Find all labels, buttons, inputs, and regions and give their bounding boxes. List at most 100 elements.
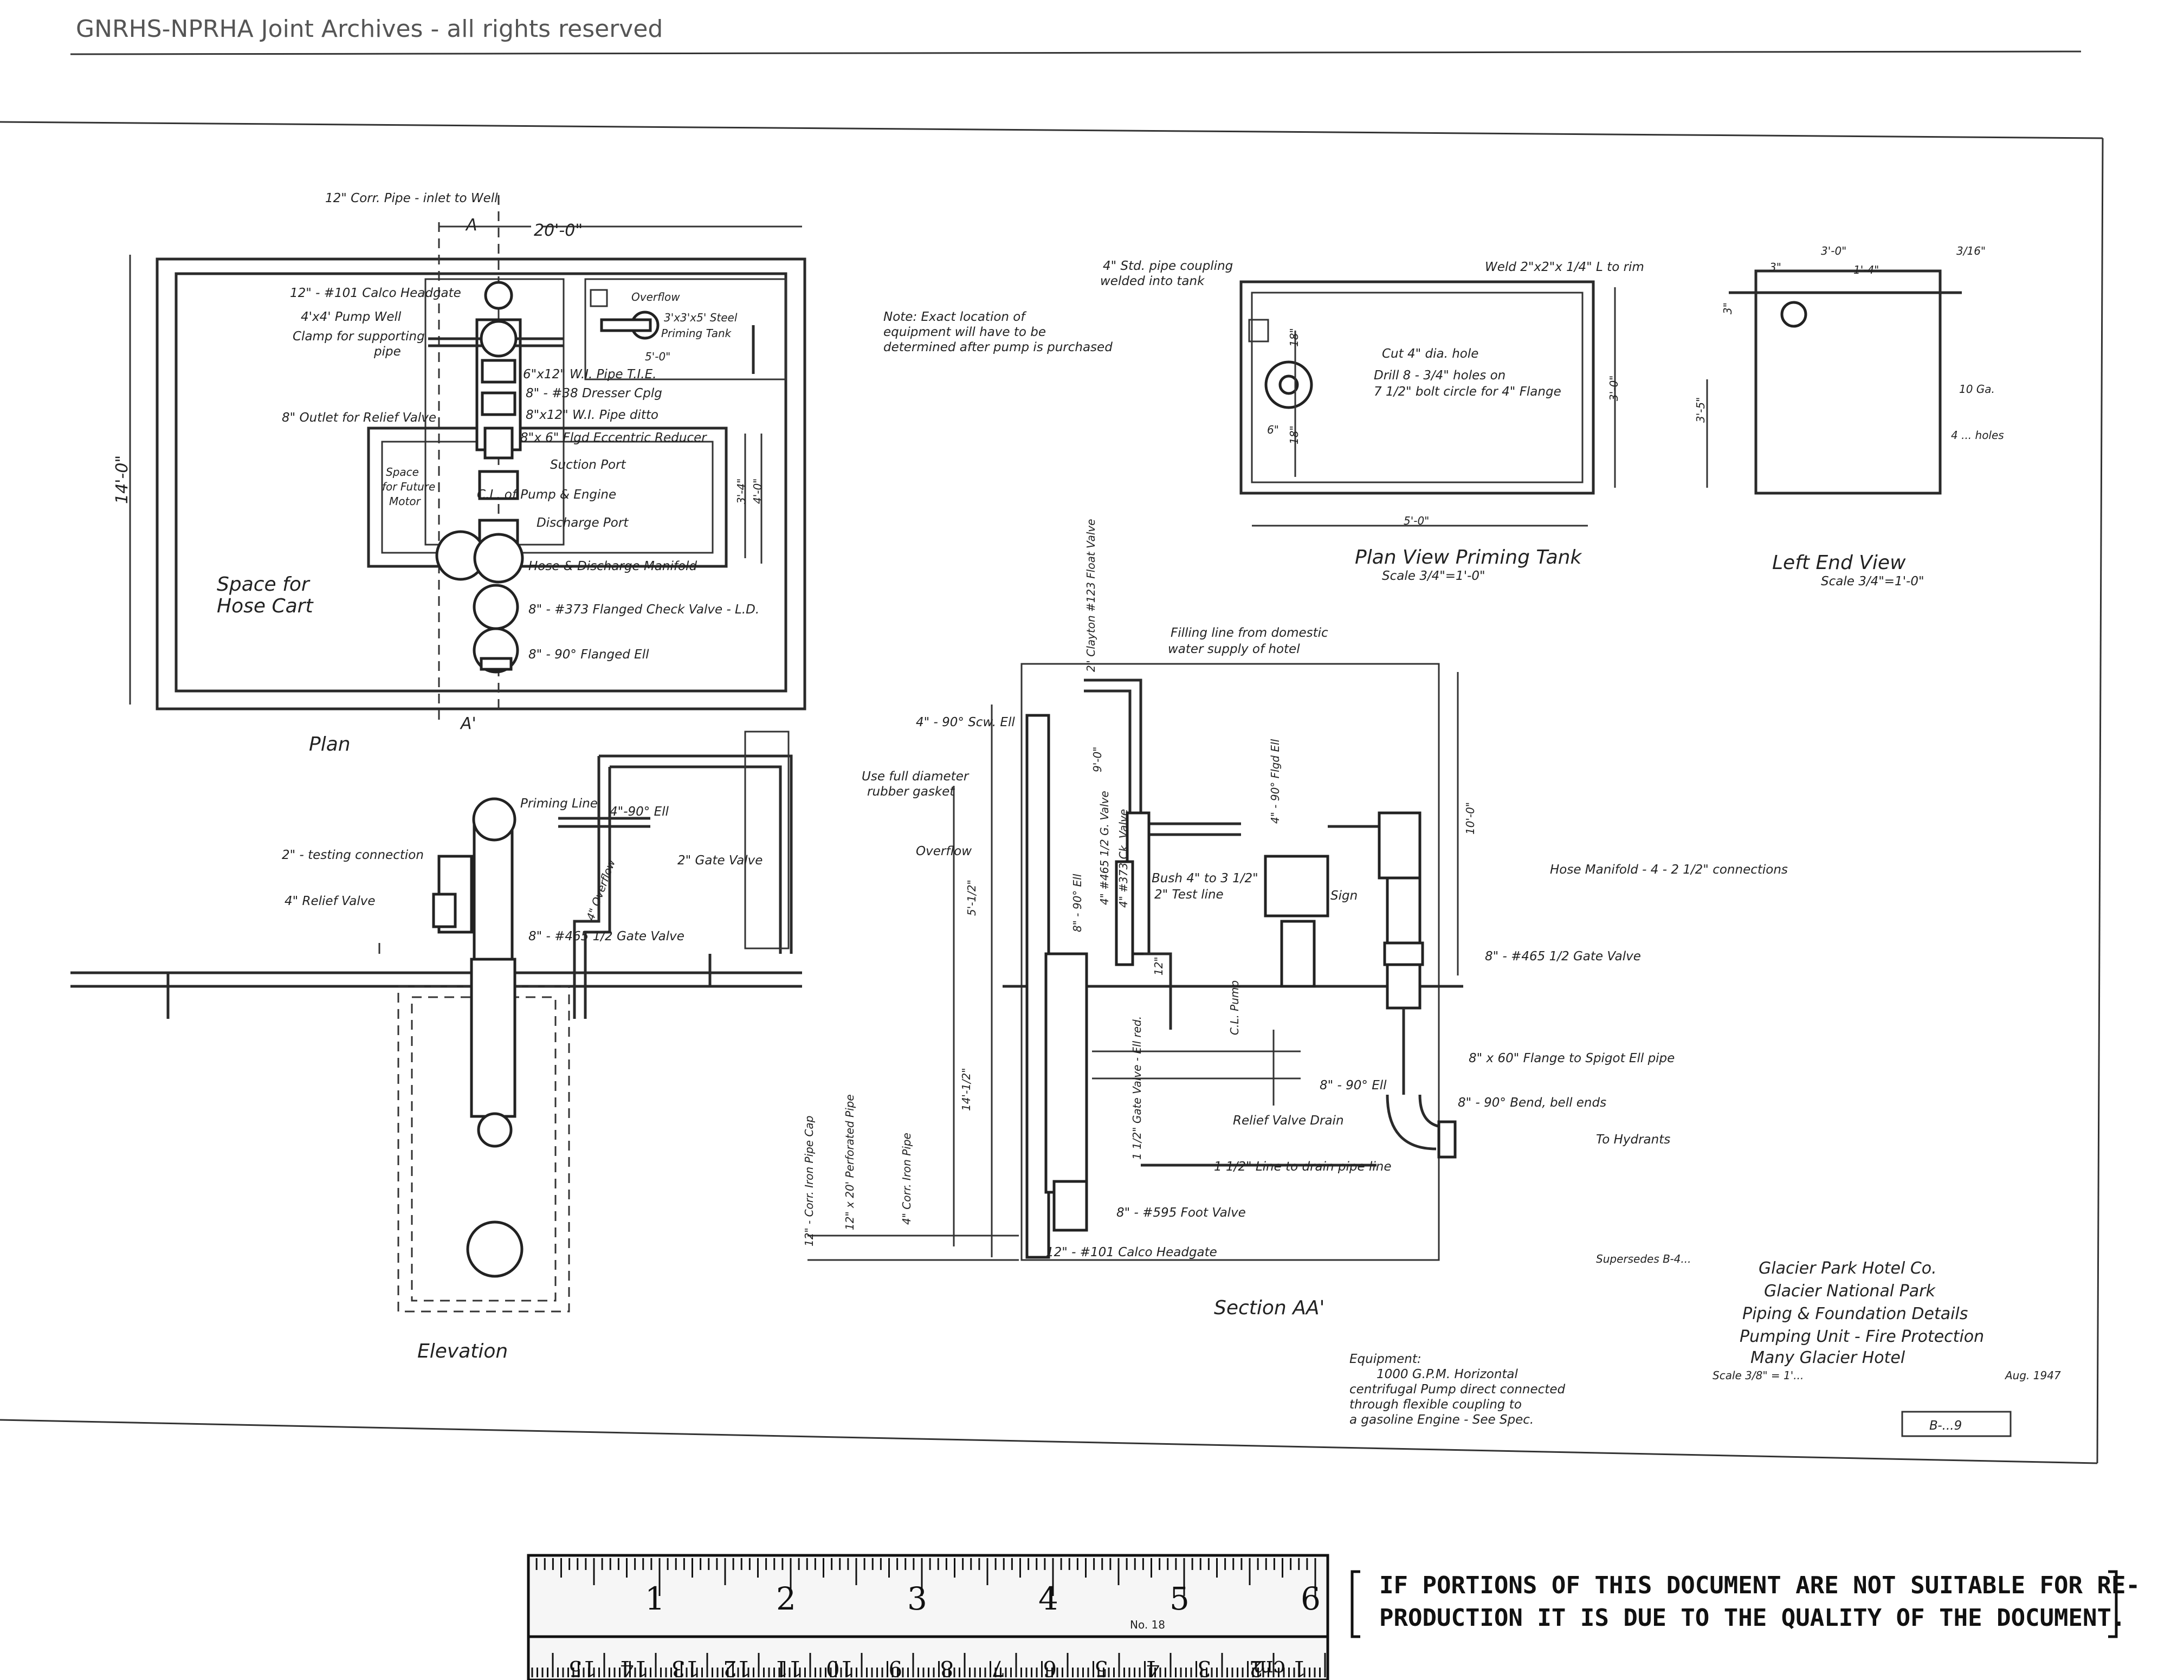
end-view-label: 10 Ga.	[1959, 383, 1995, 396]
tank-label: 7 1/2" bolt circle for 4" Flange	[1374, 385, 1561, 399]
tank-label: 18"	[1288, 425, 1301, 444]
tank-label: 4" Std. pipe coupling	[1103, 259, 1233, 273]
ruler-inch-label: 1	[645, 1580, 665, 1617]
section-label: Relief Valve Drain	[1233, 1114, 1344, 1128]
end-view-label: 1'-4"	[1853, 263, 1879, 276]
tank-label: Drill 8 - 3/4" holes on	[1374, 369, 1505, 383]
section-label: C.L. Pump	[1228, 980, 1241, 1035]
ruler-cm-label: 10	[826, 1656, 854, 1680]
notice-line: IF PORTIONS OF THIS DOCUMENT ARE NOT SUI…	[1379, 1572, 2140, 1599]
section-label: rubber gasket	[867, 785, 955, 799]
equipment-heading: Equipment:	[1349, 1352, 1421, 1366]
space-hose-cart-line1: Space for	[217, 573, 311, 596]
plan-label: 12" Corr. Pipe - inlet to Well	[325, 191, 498, 205]
ruler-cm-label: 15	[568, 1656, 596, 1680]
section-label: 8" - 90° Ell	[1071, 874, 1084, 932]
section-label: Overflow	[916, 844, 972, 858]
note-line: determined after pump is purchased	[883, 340, 1113, 354]
scale-ruler: 1 2 3 4 5 6 No. 18 1 cm 2 3 4 5 6 7 8 9 …	[527, 1554, 1329, 1680]
ruler-inch-label: 4	[1038, 1580, 1058, 1617]
plan-label: 8" - #38 Dresser Cplg	[526, 386, 662, 400]
section-label: 4" #465 1/2 G. Valve	[1098, 791, 1111, 905]
ruler-cm-label: 13	[671, 1656, 699, 1680]
section-label: 5'-1/2"	[965, 880, 978, 916]
plan-label: Priming Tank	[661, 327, 732, 340]
elevation-label: Priming Line	[520, 797, 598, 811]
tank-label: Weld 2"x2"x 1/4" L to rim	[1485, 260, 1644, 274]
plan-label: Clamp for supporting	[293, 329, 425, 344]
ruler-inch-label: 5	[1169, 1580, 1190, 1617]
title-block-date: Aug. 1947	[2004, 1369, 2061, 1382]
end-view-label: 3"	[1769, 261, 1781, 274]
end-view-scale: Scale 3/4"=1'-0"	[1821, 574, 1924, 589]
section-label: 12" - Corr. Iron Pipe Cap	[803, 1116, 816, 1246]
plan-label: Discharge Port	[537, 516, 629, 530]
plan-label: Space	[386, 466, 419, 479]
section-label: 8" - #465 1/2 Gate Valve	[1485, 949, 1641, 964]
section-label: 9'-0"	[1091, 747, 1104, 772]
section-mark-a: A	[465, 216, 477, 235]
notice-line: PRODUCTION IT IS DUE TO THE QUALITY OF T…	[1379, 1604, 2126, 1632]
section-label: 1 1/2" Gate Valve - Ell red.	[1130, 1016, 1143, 1160]
elevation-label: 2" - testing connection	[282, 848, 424, 862]
priming-tank-title: Plan View Priming Tank	[1355, 546, 1582, 568]
tank-label: welded into tank	[1100, 274, 1205, 288]
elevation-label: 4" Overflow	[584, 857, 618, 922]
ruler-cm-label: 9	[889, 1656, 902, 1680]
tank-label: 3'-0"	[1607, 376, 1620, 401]
plan-label: 3'-4"	[735, 479, 748, 504]
left-end-view: 3'-0" 1'-4" 3" 3" 3'-5" 10 Ga. 3/16" 4 .…	[1694, 244, 2004, 589]
section-label: Bush 4" to 3 1/2"	[1152, 871, 1258, 886]
reproduction-notice: IF PORTIONS OF THIS DOCUMENT ARE NOT SUI…	[1351, 1570, 2140, 1638]
note-line: equipment will have to be	[883, 325, 1046, 339]
end-view-label: 3'-0"	[1821, 244, 1846, 257]
title-block-line: Pumping Unit - Fire Protection	[1740, 1327, 1984, 1346]
section-label: 2" Clayton #123 Float Valve	[1084, 519, 1097, 672]
section-label: 8" - 90° Bend, bell ends	[1458, 1096, 1606, 1110]
section-label: 10'-0"	[1464, 802, 1477, 835]
section-title: Section AA'	[1214, 1297, 1324, 1319]
plan-title: Plan	[309, 733, 351, 755]
elevation-label: 8" - #465 1/2 Gate Valve	[528, 929, 684, 944]
plan-label: 4'x4' Pump Well	[301, 310, 402, 324]
section-label: 8" - 90° Ell	[1320, 1078, 1387, 1093]
section-label: 4" Corr. Iron Pipe	[900, 1133, 913, 1225]
plan-label: 8"x 6" Flgd Eccentric Reducer	[520, 431, 707, 445]
plan-label: 4'-0"	[751, 479, 764, 504]
space-hose-cart-line2: Hose Cart	[217, 595, 314, 617]
ruler-cm-label: 1 cm	[1253, 1656, 1307, 1680]
end-view-label: 4 ... holes	[1951, 429, 2004, 442]
elevation-label: 4"-90° Ell	[610, 805, 669, 819]
title-block-line: Glacier National Park	[1764, 1282, 1936, 1301]
plan-label: 3'x3'x5' Steel	[664, 311, 738, 324]
section-label: 4" - 90° Scw. Ell	[916, 715, 1015, 729]
note-block: Note: Exact location of equipment will h…	[883, 310, 1113, 354]
elevation-view: Priming Line 4"-90° Ell 2" - testing con…	[70, 731, 802, 1362]
plan-label: for Future	[382, 480, 435, 493]
plan-label: Hose & Discharge Manifold	[528, 559, 697, 573]
section-mark-a-prime: A'	[460, 714, 476, 733]
equipment-line: a gasoline Engine - See Spec.	[1349, 1413, 1534, 1427]
ruler-cm-label: 3	[1198, 1656, 1211, 1680]
priming-tank-view: 4" Std. pipe coupling welded into tank W…	[1100, 259, 1644, 583]
section-label: Sign	[1330, 889, 1358, 903]
tank-label: 18"	[1288, 328, 1301, 347]
ruler-inch-label: 6	[1301, 1580, 1321, 1617]
plan-label: 8" - 90° Flanged Ell	[528, 648, 649, 662]
plan-label: 8" Outlet for Relief Valve	[282, 411, 436, 425]
plan-label: C.L. of Pump & Engine	[477, 488, 616, 502]
end-view-label: 3/16"	[1956, 244, 1986, 257]
section-label: To Hydrants	[1596, 1133, 1670, 1147]
section-label: 8" x 60" Flange to Spigot Ell pipe	[1469, 1051, 1675, 1065]
tank-label: 6"	[1267, 423, 1279, 436]
section-label: 1 1/2" Line to drain pipe line	[1214, 1160, 1391, 1174]
title-block-line: Glacier Park Hotel Co.	[1759, 1259, 1937, 1278]
ruler-inch-label: 2	[776, 1580, 796, 1617]
supersedes-note: Supersedes B-4...	[1596, 1252, 1691, 1265]
section-label: 12"	[1152, 957, 1165, 975]
title-block-line: Piping & Foundation Details	[1742, 1304, 1968, 1323]
ruler-cm-label: 5	[1095, 1656, 1108, 1680]
plan-view: Space for Hose Cart 20'-0" 14'-0" A A' 1…	[113, 191, 806, 755]
plan-label: 12" - #101 Calco Headgate	[290, 286, 461, 300]
